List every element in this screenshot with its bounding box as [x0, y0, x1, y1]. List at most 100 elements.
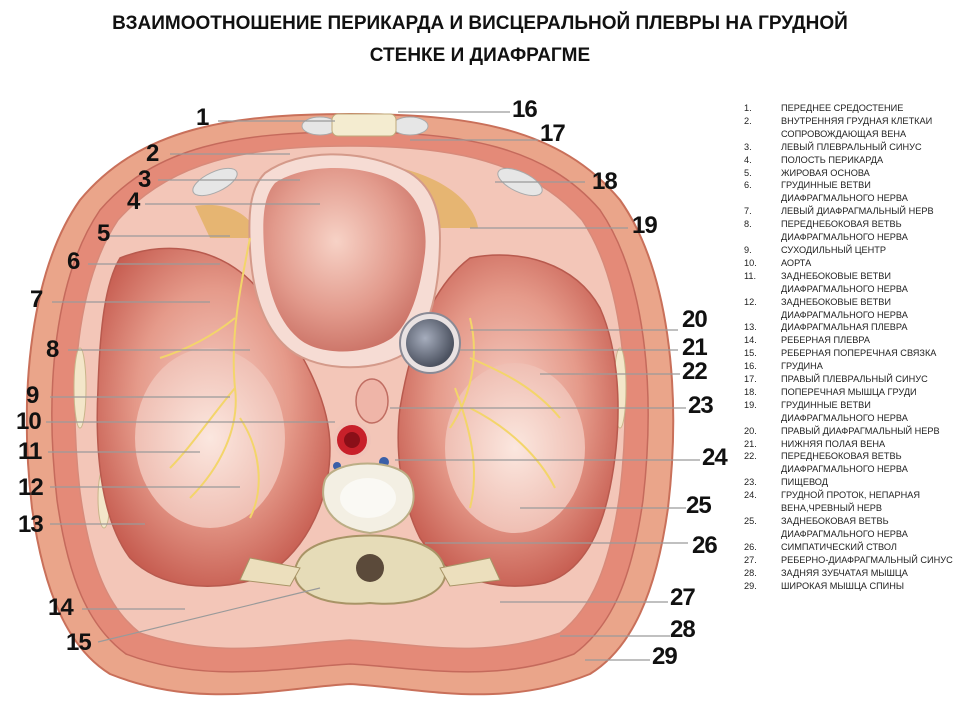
figure-label-6: 6 — [67, 248, 80, 275]
legend-text: РЕБЕРНАЯ ПОПЕРЕЧНАЯ СВЯЗКА — [781, 348, 937, 359]
figure-label-7: 7 — [30, 286, 43, 313]
figure-label-8: 8 — [46, 336, 59, 363]
legend-item: 24. ГРУДНОЙ ПРОТОК, НЕПАРНАЯ ВЕНА,ЧРЕВНЫЙ… — [744, 489, 956, 515]
title-line-1: ВЗАИМООТНОШЕНИЕ ПЕРИКАРДА И ВИСЦЕРАЛЬНОЙ… — [112, 13, 848, 34]
legend-text: ЛЕВЫЙ ПЛЕВРАЛЬНЫЙ СИНУС — [781, 141, 922, 152]
legend-item: 17.ПРАВЫЙ ПЛЕВРАЛЬНЫЙ СИНУС — [744, 373, 956, 386]
figure-label-20: 20 — [682, 306, 708, 333]
legend-text: ПЕРЕДНЕБОКОВАЯ ВЕТВЬ ДИАФРАГМАЛЬНОГО НЕР… — [781, 219, 908, 243]
figure-label-11: 11 — [18, 438, 42, 465]
legend-number: 27. — [744, 554, 757, 565]
figure-label-21: 21 — [682, 334, 708, 361]
figure-label-26: 26 — [692, 532, 718, 559]
figure-label-28: 28 — [670, 616, 696, 643]
legend-number: 9. — [744, 244, 752, 255]
legend-text: ГРУДНОЙ ПРОТОК, НЕПАРНАЯ ВЕНА,ЧРЕВНЫЙ НЕ… — [781, 490, 920, 514]
figure-label-23: 23 — [688, 392, 714, 419]
legend-number: 25. — [744, 516, 757, 526]
legend-number: 15. — [744, 348, 757, 359]
legend-text: ВНУТРЕННЯЯ ГРУДНАЯ КЛЕТКАИ СОПРОВОЖДАЮЩА… — [781, 115, 933, 139]
legend-number: 12. — [744, 296, 757, 307]
legend-item: 18. ПОПЕРЕЧНАЯ МЫШЦА ГРУДИ — [744, 386, 956, 399]
legend-number: 23. — [744, 477, 757, 488]
legend-number: 1. — [744, 103, 752, 113]
legend-text: ШИРОКАЯ МЫШЦА СПИНЫ — [781, 580, 905, 591]
legend-text: СИМПАТИЧЕСКИЙ СТВОЛ — [781, 541, 897, 552]
figure-label-4: 4 — [127, 188, 140, 215]
legend-item: 20.ПРАВЫЙ ДИАФРАГМАЛЬНЫЙ НЕРВ — [744, 425, 956, 438]
legend-item: 7.ЛЕВЫЙ ДИАФРАГМАЛЬНЫЙ НЕРВ — [744, 205, 956, 218]
legend-text: ГРУДИННЫЕ ВЕТВИ ДИАФРАГМАЛЬНОГО НЕРВА — [781, 399, 908, 423]
legend-number: 18. — [744, 386, 757, 397]
figure-label-5: 5 — [97, 220, 110, 247]
legend-item: 22. ПЕРЕДНЕБОКОВАЯ ВЕТВЬ ДИАФРАГМАЛЬНОГО … — [744, 450, 956, 476]
legend-number: 8. — [744, 219, 752, 230]
legend-item: 9.СУХОДИЛЬНЫЙ ЦЕНТР — [744, 244, 956, 257]
legend-text: ЗАДНЕБОКОВЫЕ ВЕТВИ ДИАФРАГМАЛЬНОГО НЕРВА — [781, 270, 908, 294]
sternum — [331, 113, 397, 137]
legend-number: 21. — [744, 438, 757, 449]
legend-number: 4. — [744, 154, 752, 165]
legend-item: 29.ШИРОКАЯ МЫШЦА СПИНЫ — [744, 580, 956, 593]
legend-text: РЕБЕРНАЯ ПЛЕВРА — [781, 335, 871, 346]
figure-label-25: 25 — [686, 492, 712, 519]
legend-item: 8. ПЕРЕДНЕБОКОВАЯ ВЕТВЬ ДИАФРАГМАЛЬНОГО Н… — [744, 218, 956, 244]
legend-item: 3. ЛЕВЫЙ ПЛЕВРАЛЬНЫЙ СИНУС — [744, 141, 956, 154]
legend-item: 2. ВНУТРЕННЯЯ ГРУДНАЯ КЛЕТКАИ СОПРОВОЖДАЮ… — [744, 115, 956, 141]
figure-label-3: 3 — [138, 166, 151, 193]
figure-label-13: 13 — [18, 511, 44, 538]
legend-number: 14. — [744, 335, 757, 346]
legend-item: 23.ПИЩЕВОД — [744, 476, 956, 489]
figure-label-14: 14 — [48, 594, 74, 621]
legend-item: 15. РЕБЕРНАЯ ПОПЕРЕЧНАЯ СВЯЗКА — [744, 347, 956, 360]
legend-text: ПРАВЫЙ ПЛЕВРАЛЬНЫЙ СИНУС — [781, 374, 928, 385]
figure-label-2: 2 — [146, 140, 159, 167]
legend-item: 19. ГРУДИННЫЕ ВЕТВИ ДИАФРАГМАЛЬНОГО НЕРВА — [744, 399, 956, 425]
legend-text: ДИАФРАГМАЛЬНАЯ ПЛЕВРА — [781, 322, 908, 333]
legend-text: ПЕРЕДНЕБОКОВАЯ ВЕТВЬ ДИАФРАГМАЛЬНОГО НЕР… — [781, 451, 908, 475]
heart — [263, 167, 426, 352]
legend-text: ЗАДНЕБОКОВАЯ ВЕТВЬ ДИАФРАГМАЛЬНОГО НЕРВА — [781, 516, 908, 539]
legend-number: 28. — [744, 567, 757, 578]
legend-number: 3. — [744, 141, 752, 152]
legend-list: 1. ПЕРЕДНЕЕ СРЕДОСТЕНИЕ 2. ВНУТРЕННЯЯ ГРУД… — [744, 102, 956, 592]
figure-label-15: 15 — [66, 629, 92, 656]
figure-label-10: 10 — [16, 408, 42, 435]
legend-number: 13. — [744, 322, 757, 333]
figure-label-22: 22 — [682, 358, 708, 385]
title-line-2: СТЕНКЕ И ДИАФРАГМЕ — [369, 45, 591, 66]
legend-item: 28.ЗАДНЯЯ ЗУБЧАТАЯ МЫШЦА — [744, 567, 956, 580]
legend-number: 10. — [744, 257, 757, 268]
figure-label-12: 12 — [18, 474, 44, 501]
central-tendon-right — [135, 348, 285, 528]
legend-number: 19. — [744, 399, 757, 410]
legend-text: РЕБЕРНО-ДИАФРАГМАЛЬНЫЙ СИНУС — [781, 554, 953, 565]
legend-item: 11. ЗАДНЕБОКОВЫЕ ВЕТВИ ДИАФРАГМАЛЬНОГО НЕ… — [744, 270, 956, 296]
figure-label-24: 24 — [702, 444, 728, 471]
figure-label-27: 27 — [670, 584, 696, 611]
legend-text: ЖИРОВАЯ ОСНОВА — [781, 167, 870, 178]
legend-item: 4. ПОЛОСТЬ ПЕРИКАРДА — [744, 154, 956, 167]
legend-item: 27. РЕБЕРНО-ДИАФРАГМАЛЬНЫЙ СИНУС — [744, 554, 956, 567]
legend-item: 1. ПЕРЕДНЕЕ СРЕДОСТЕНИЕ — [744, 102, 956, 115]
legend-number: 22. — [744, 451, 757, 462]
legend-item: 13. ДИАФРАГМАЛЬНАЯ ПЛЕВРА — [744, 321, 956, 334]
legend-item: 12. ЗАДНЕБОКОВЫЕ ВЕТВИ ДИАФРАГМАЛЬНОГО Н… — [744, 296, 956, 322]
figure-label-1: 1 — [196, 104, 209, 131]
central-tendon-left — [445, 363, 585, 533]
legend-text: ПОЛОСТЬ ПЕРИКАРДА — [781, 154, 884, 165]
legend-number: 2. — [744, 115, 752, 126]
legend-text: ГРУДИННЫЕ ВЕТВИ ДИАФРАГМАЛЬНОГО НЕРВА — [781, 180, 908, 204]
legend-item: 14. РЕБЕРНАЯ ПЛЕВРА — [744, 334, 956, 347]
legend-text: АОРТА — [781, 257, 812, 268]
legend-text: ПЕРЕДНЕЕ СРЕДОСТЕНИЕ — [781, 103, 904, 113]
figure-label-16: 16 — [512, 96, 538, 123]
anatomy-figure: 1 2 3 4 5 6 7 8 9 10 11 12 13 14 15 16 1… — [0, 88, 740, 720]
figure-label-9: 9 — [26, 382, 39, 409]
legend-text: ГРУДИНА — [781, 361, 823, 372]
legend-text: ПОПЕРЕЧНАЯ МЫШЦА ГРУДИ — [781, 386, 917, 397]
legend-item: 6.ГРУДИННЫЕ ВЕТВИ ДИАФРАГМАЛЬНОГО НЕРВА — [744, 179, 956, 205]
legend-number: 24. — [744, 490, 757, 501]
legend-number: 11. — [744, 270, 757, 281]
legend-number: 16. — [744, 361, 757, 372]
